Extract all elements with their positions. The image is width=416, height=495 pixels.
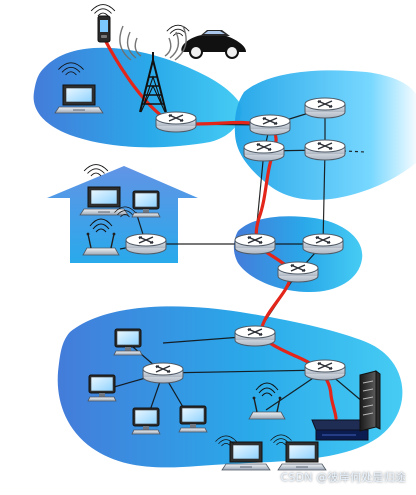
router-icon [243, 140, 285, 162]
enterprise-desktop-4 [178, 405, 208, 433]
router-enterprise-right [304, 359, 346, 381]
watermark: CSDN @彼岸何处是归途 [280, 471, 406, 484]
router-icon [302, 233, 344, 255]
cell-tower-icon [119, 25, 187, 113]
router-global-3 [243, 140, 285, 162]
car-icon [166, 24, 246, 59]
server-icon [311, 419, 369, 441]
enterprise-desktop-3 [131, 407, 161, 435]
router-global-2 [304, 97, 346, 119]
router-icon [234, 233, 276, 255]
enterprise-server-rack [359, 370, 381, 432]
desktop-computer-icon [131, 407, 161, 435]
enterprise-desktop-2 [87, 374, 117, 402]
router-icon [155, 111, 197, 133]
mobile-phone-icon [90, 4, 116, 43]
desktop-computer-icon [87, 374, 117, 402]
router-mobile-edge [155, 111, 197, 133]
router-icon [277, 261, 319, 283]
desktop-computer-icon [113, 328, 143, 356]
router-icon [304, 359, 346, 381]
router-enterprise-top [234, 325, 276, 347]
desktop-computer-icon [131, 190, 161, 218]
router-icon [125, 233, 167, 255]
router-global-4 [304, 139, 346, 161]
router-icon [249, 114, 291, 136]
router-global-1 [249, 114, 291, 136]
router-home [125, 233, 167, 255]
router-regional-2 [302, 233, 344, 255]
server-rack-icon [359, 370, 381, 432]
router-regional-1 [234, 233, 276, 255]
router-icon [234, 325, 276, 347]
router-icon [304, 97, 346, 119]
router-icon [142, 362, 184, 384]
router-icon [304, 139, 346, 161]
enterprise-server [311, 419, 369, 441]
desktop-computer-icon [178, 405, 208, 433]
enterprise-desktop-1 [113, 328, 143, 356]
router-enterprise-left [142, 362, 184, 384]
router-regional-3 [277, 261, 319, 283]
